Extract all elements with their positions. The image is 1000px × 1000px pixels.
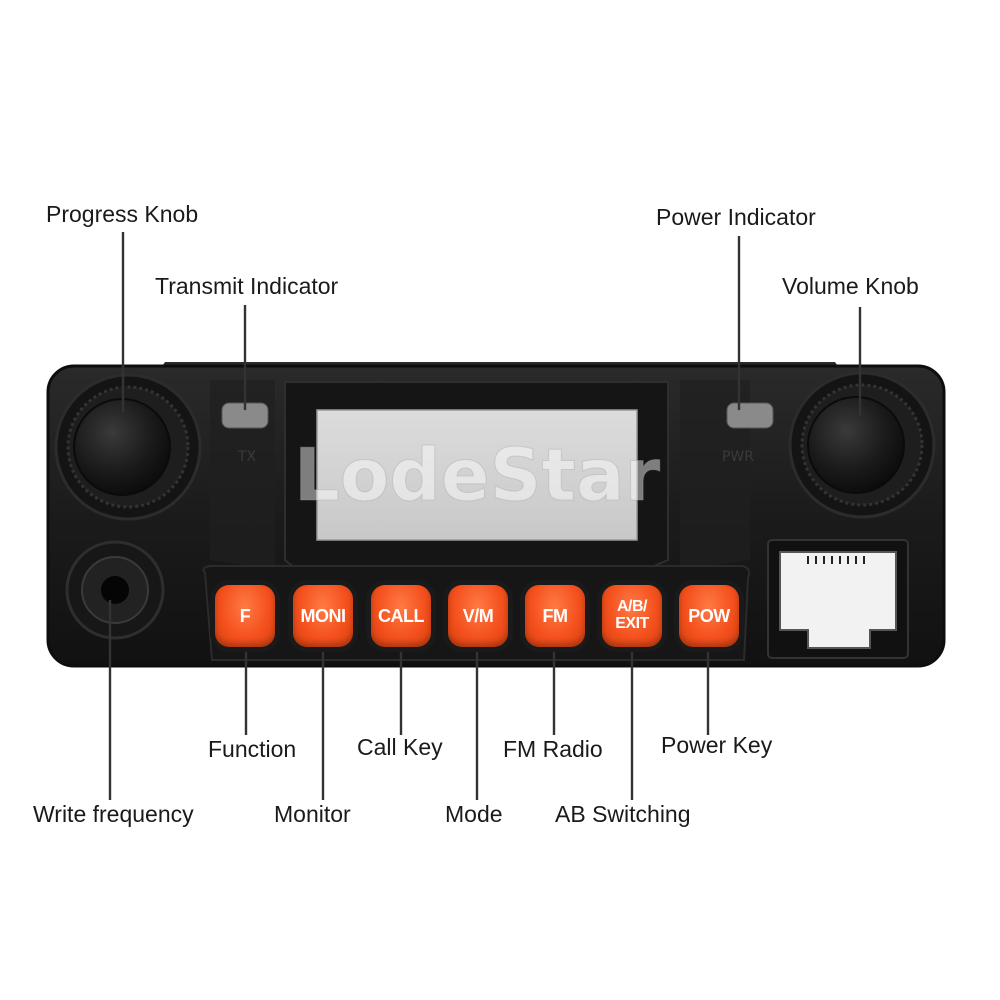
power-indicator-light [726, 402, 774, 429]
progress-knob[interactable] [73, 398, 171, 496]
fm-key-label: FM [542, 605, 569, 626]
label-ab-switching: AB Switching [555, 801, 691, 827]
tx-mark: TX [237, 449, 257, 465]
mic-jack[interactable] [101, 576, 129, 604]
ab-exit-key-label: A/B/ EXIT [615, 598, 649, 632]
label-call-key: Call Key [357, 734, 443, 760]
label-volume-knob: Volume Knob [782, 273, 919, 299]
pow-key[interactable]: POW [679, 585, 739, 647]
rj45-port[interactable] [779, 551, 897, 649]
vm-key[interactable]: V/M [448, 585, 508, 647]
label-mode: Mode [445, 801, 503, 827]
watermark: LodeStar [294, 433, 661, 517]
label-fm-radio: FM Radio [503, 736, 603, 762]
label-write-frequency: Write frequency [33, 801, 194, 827]
moni-key-label: MONI [300, 605, 347, 626]
label-function: Function [208, 736, 297, 762]
volume-knob[interactable] [807, 396, 905, 494]
label-progress-knob: Progress Knob [46, 201, 199, 227]
vm-key-label: V/M [462, 605, 494, 626]
label-transmit-indicator: Transmit Indicator [155, 273, 339, 299]
leader-lines [108, 232, 862, 800]
f-key-label: F [239, 605, 251, 626]
call-key[interactable]: CALL [371, 585, 431, 647]
pwr-mark: PWR [722, 449, 754, 465]
call-key-label: CALL [378, 605, 425, 626]
pow-key-label: POW [688, 605, 730, 626]
ab-exit-key[interactable]: A/B/ EXIT [602, 585, 662, 647]
label-monitor: Monitor [274, 801, 351, 827]
moni-key[interactable]: MONI [293, 585, 353, 647]
rj45-pins [807, 556, 865, 564]
f-key[interactable]: F [215, 585, 275, 647]
label-power-key: Power Key [661, 732, 773, 758]
lcd-screen [316, 409, 638, 541]
label-power-indicator: Power Indicator [656, 204, 816, 230]
fm-key[interactable]: FM [525, 585, 585, 647]
